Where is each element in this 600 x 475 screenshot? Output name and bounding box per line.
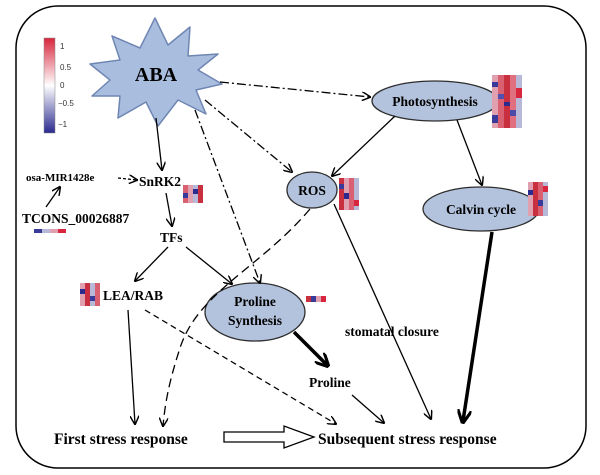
aba-burst-shape bbox=[89, 17, 223, 127]
edge-ros-subsequent bbox=[333, 203, 431, 419]
lea-rab-heatmap bbox=[80, 283, 100, 306]
mirna-label: osa-MIR1428e bbox=[26, 172, 95, 184]
aba-label: ABA bbox=[135, 64, 178, 86]
calvin-cycle-label: Calvin cycle bbox=[446, 202, 516, 217]
edge-tfs-proline-synthesis bbox=[185, 246, 232, 284]
legend-gradient-bar bbox=[43, 37, 56, 134]
edge-mirna-snrk2 bbox=[117, 178, 137, 180]
tfs-label: TFs bbox=[160, 230, 183, 245]
edge-lea-rab-subsequent bbox=[144, 309, 336, 424]
photosynthesis-label: Photosynthesis bbox=[392, 94, 478, 109]
edge-aba-snrk2 bbox=[155, 117, 162, 170]
edge-photosynthesis-ros bbox=[332, 115, 396, 176]
photosynthesis-node: Photosynthesis bbox=[371, 80, 499, 122]
legend-tick-0: 0 bbox=[60, 81, 65, 90]
calvin-heatmap bbox=[528, 182, 548, 216]
legend-tick-neg-0-5: −0.5 bbox=[58, 99, 74, 108]
legend-tick-neg-1: −1 bbox=[58, 120, 68, 129]
edge-snrk2-tfs bbox=[165, 192, 172, 226]
edge-tfs-lea-rab bbox=[135, 246, 169, 281]
ros-ellipse bbox=[286, 171, 338, 209]
subsequent-stress-response-label: Subsequent stress response bbox=[318, 431, 497, 448]
legend-tick-0-5: 0.5 bbox=[60, 63, 72, 72]
snrk2-label: SnRK2 bbox=[139, 174, 181, 189]
edge-aba-ros bbox=[204, 99, 292, 172]
edge-lea-rab-first bbox=[127, 309, 135, 424]
edge-proline-subsequent bbox=[351, 394, 384, 423]
proline-synthesis-heatmap bbox=[306, 296, 326, 302]
edge-aba-proline-synthesis bbox=[194, 109, 260, 283]
color-scale-legend: 1 0.5 0 −0.5 −1 bbox=[43, 37, 74, 134]
edge-ros-first bbox=[163, 208, 311, 426]
lea-rab-label: LEA/RAB bbox=[103, 288, 163, 303]
tcons-heatmap bbox=[34, 229, 66, 233]
edge-aba-photosynthesis bbox=[219, 81, 370, 97]
edge-proline-synthesis-proline bbox=[292, 330, 327, 365]
legend-tick-1: 1 bbox=[60, 42, 65, 51]
proline-synthesis-node: Proline Synthesis bbox=[204, 282, 306, 342]
proline-synthesis-label-line2: Synthesis bbox=[228, 313, 282, 328]
snrk2-heatmap bbox=[183, 185, 203, 203]
calvin-cycle-node: Calvin cycle bbox=[422, 186, 540, 232]
first-to-subsequent-arrow bbox=[223, 425, 316, 449]
proline-label: Proline bbox=[309, 375, 351, 390]
ros-heatmap bbox=[339, 178, 359, 210]
tcons-label: TCONS_00026887 bbox=[22, 211, 130, 226]
ros-label: ROS bbox=[298, 183, 326, 198]
proline-synthesis-ellipse bbox=[204, 282, 306, 342]
ros-node: ROS bbox=[286, 171, 338, 209]
first-stress-response-label: First stress response bbox=[54, 431, 188, 448]
proline-synthesis-label-line1: Proline bbox=[234, 294, 276, 309]
photosynthesis-heatmap bbox=[492, 75, 522, 128]
aba-node: ABA bbox=[89, 17, 223, 127]
edge-photosynthesis-calvin bbox=[456, 119, 482, 185]
edge-tcons-mirna bbox=[45, 187, 60, 208]
edge-calvin-subsequent bbox=[463, 231, 494, 421]
